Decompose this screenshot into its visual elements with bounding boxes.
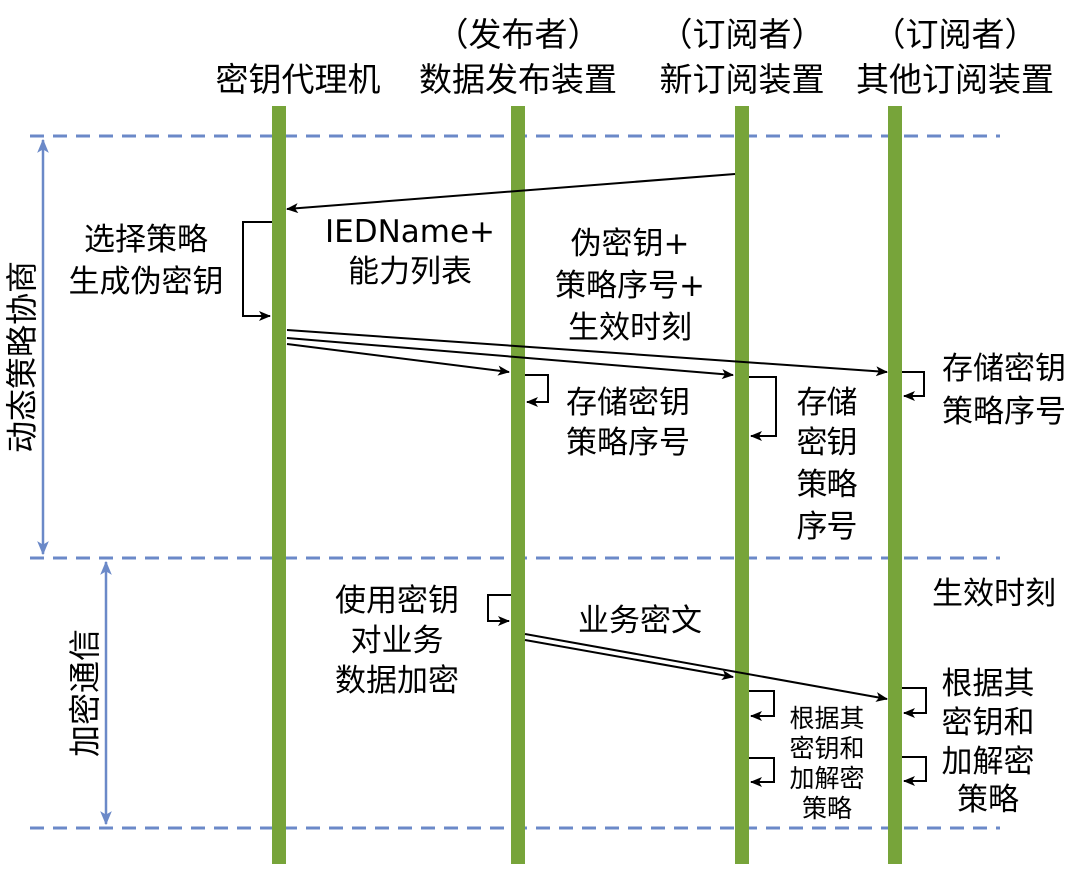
loop-other-subscriber-decrypt-2 [902,756,927,786]
phase-label-communication: 加密通信 [66,629,104,757]
note-new-decrypt-line1: 根据其 [789,704,864,733]
phase-spans [37,138,112,826]
participant-role-other-subscriber: （订阅者） [873,15,1038,54]
message-business-to-new-subscriber [524,639,734,680]
note-new-store-char1: 存 [797,385,828,421]
note-other-decrypt-line3: 加解密 [942,744,1035,780]
loop-other-subscriber-store [902,371,925,401]
note-select-line2: 生成伪密钥 [69,264,224,300]
participant-name-publisher: 数据发布装置 [419,60,617,99]
note-new-store-char8: 号 [827,509,858,545]
note-new-store-char5: 策 [797,467,828,503]
loop-new-subscriber-store [749,376,777,441]
participant-name-key-agent: 密钥代理机 [216,60,381,99]
note-publisher-store-line1: 存储密钥 [566,385,690,421]
loop-publisher-store [525,374,549,407]
note-new-decrypt-line3: 加解密 [789,764,864,793]
loop-new-subscriber-decrypt-2 [749,757,775,787]
lifeline-publisher [511,106,525,864]
note-new-store-char6: 略 [827,467,858,503]
note-new-store-char4: 钥 [827,425,858,461]
label-key-line3: 生效时刻 [568,310,692,346]
message-key-to-other-subscriber [286,329,888,377]
phase-label-negotiation: 动态策略协商 [3,261,41,453]
note-other-decrypt-line1: 根据其 [942,666,1035,702]
label-key-line1: 伪密钥+ [571,226,690,262]
label-business-ciphertext: 业务密文 [578,603,702,639]
self-loops [242,221,927,787]
note-other-decrypt-line2: 密钥和 [942,705,1035,741]
notes-small: 根据其 密钥和 加解密 策略 [789,704,864,823]
note-publisher-store-line2: 策略序号 [566,425,690,461]
note-select-line1: 选择策略 [84,222,208,258]
participant-role-publisher: （发布者） [436,15,601,54]
loop-publisher-encrypt [487,594,511,626]
note-new-store-char2: 储 [827,385,858,421]
note-new-store-char7: 序 [797,509,828,545]
note-new-decrypt-line4: 策略 [802,794,852,823]
participant-name-new-subscriber: 新订阅装置 [660,60,825,99]
message-business-to-other-subscriber [524,633,888,702]
label-key-line2: 策略序号+ [555,268,705,304]
note-new-decrypt-line2: 密钥和 [789,734,864,763]
participant-name-other-subscriber: 其他订阅装置 [856,60,1054,99]
loop-other-subscriber-decrypt-1 [902,687,927,718]
lifeline-other-subscriber [888,106,902,864]
lifeline-new-subscriber [735,106,749,864]
message-labels: IEDName+ 能力列表 伪密钥+ 策略序号+ 生效时刻 业务密文 [325,214,705,639]
note-new-store-char3: 密 [797,425,828,461]
label-request-line2: 能力列表 [348,254,472,290]
messages [286,173,888,702]
note-encrypt-line3: 数据加密 [335,663,459,699]
message-key-to-publisher [286,343,510,376]
loop-select-strategy [242,221,272,321]
message-key-to-new-subscriber [286,337,734,380]
notes: 选择策略 生成伪密钥 存储密钥 策略序号 存 储 密 钥 策 略 序 号 存储密… [69,222,1067,818]
message-capability-request [286,173,736,214]
participant-role-new-subscriber: （订阅者） [660,15,825,54]
note-encrypt-line1: 使用密钥 [335,583,459,619]
note-other-decrypt-line4: 策略 [957,782,1019,818]
note-encrypt-line2: 对业务 [351,623,444,659]
note-effective-time: 生效时刻 [932,576,1056,612]
lifeline-key-agent [272,106,286,864]
loop-new-subscriber-decrypt-1 [749,690,775,721]
participant-headers: （发布者） （订阅者） （订阅者） 密钥代理机 数据发布装置 新订阅装置 其他订… [216,15,1055,99]
note-other-store-line2: 策略序号 [942,394,1066,430]
label-request-line1: IEDName+ [325,214,495,250]
note-other-store-line1: 存储密钥 [942,351,1066,387]
